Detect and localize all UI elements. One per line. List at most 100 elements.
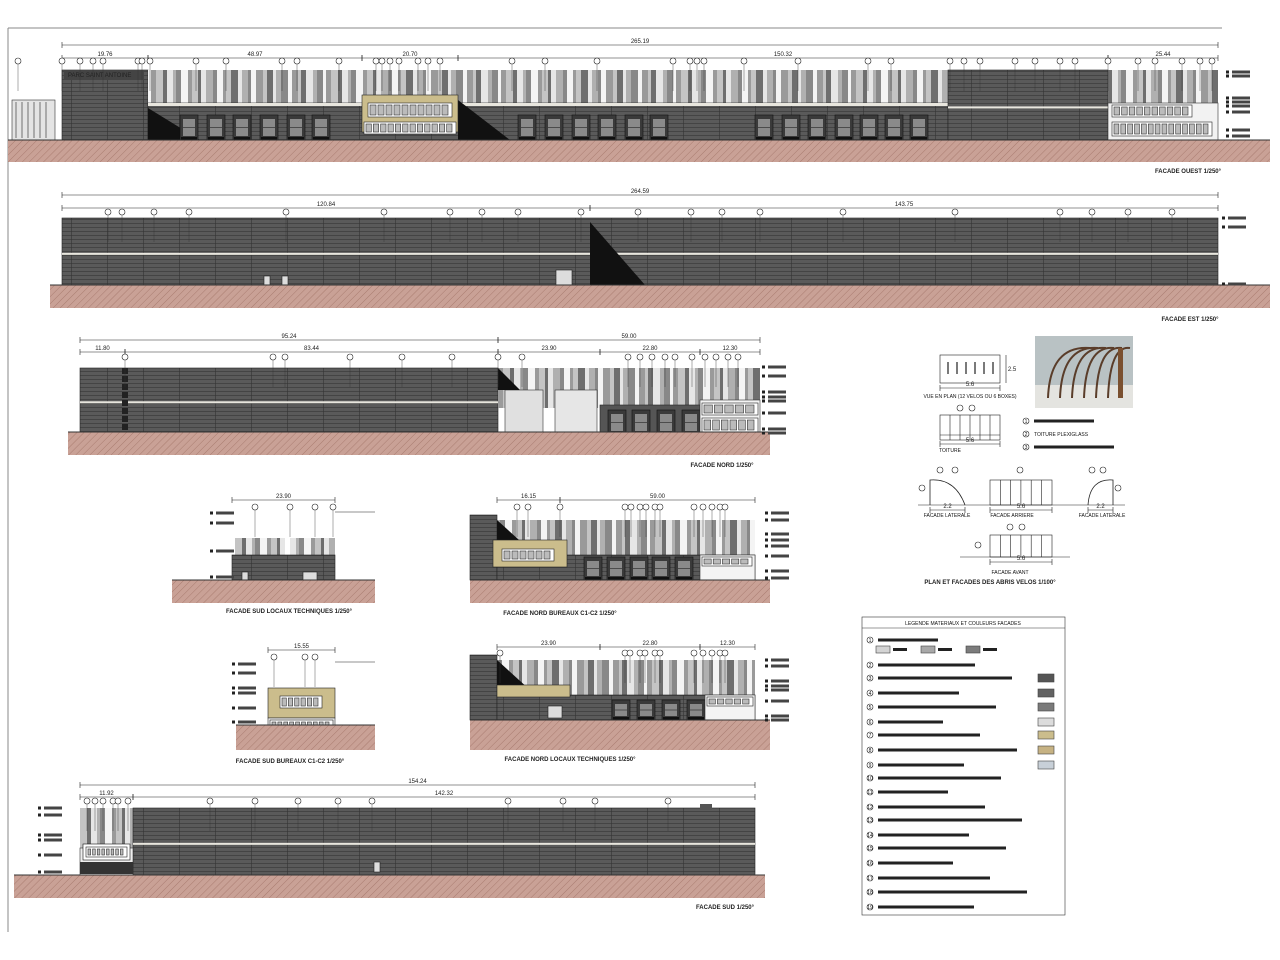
material-marker-circle [626,649,634,657]
ground-section [470,720,770,750]
stripe [637,520,641,560]
climbing-plant [122,416,128,422]
shadow-triangle [498,368,520,390]
level-label-illegible [771,518,789,522]
window-pane [446,123,453,133]
stripe [713,660,719,700]
stripe [831,70,838,105]
window-pane [535,550,543,560]
window-pane [1121,106,1128,116]
window-pane [1174,106,1181,116]
stripe [906,70,913,105]
window-pane [1189,123,1195,135]
legend-number: 16 [867,861,873,867]
stair-tower [554,389,598,436]
material-marker-circle [478,208,486,216]
stripe [290,538,296,555]
material-marker-circle [656,649,664,657]
level-label-illegible [1228,216,1246,220]
shelter-post [1118,348,1123,398]
stripe [277,538,280,555]
stripe [569,660,572,700]
window-pane [511,550,519,560]
material-marker-circle [504,797,512,805]
stripe [563,70,567,105]
level-label-illegible [771,538,789,542]
bike-shelter-title: PLAN ET FACADES DES ABRIS VELOS 1/100° [924,580,1056,586]
stripe [552,660,559,700]
window-pane [747,419,755,431]
material-marker-circle [559,797,567,805]
stripe [614,368,620,408]
legend-text-illegible [878,776,1001,780]
material-marker-circle [690,503,698,511]
material-marker-circle [794,57,802,65]
stripe [548,368,553,408]
stripe [631,70,638,105]
window-pane [1134,123,1140,135]
material-marker-circle [518,353,526,361]
loading-dock-door [656,409,676,436]
stripe [863,70,867,105]
stripe [148,70,151,105]
window-pane [417,123,423,133]
dock-bumper [519,137,535,140]
loading-dock-door [259,114,279,141]
stripe [627,660,634,700]
dimension-label: 23.90 [541,641,557,647]
vertical-cladding-stripes [290,538,335,555]
level-label-illegible [768,390,786,394]
roof-label: TOITURE [939,448,962,454]
level-marker [765,554,768,558]
stripe [315,538,321,555]
dock-bumper [181,137,197,140]
stripe [892,70,898,105]
legend-text-illegible [878,805,985,809]
dimension-label: 25.44 [1155,52,1171,58]
note-marker [1022,417,1030,425]
level-marker [1226,96,1229,100]
dark-cladding-panel [61,217,1219,286]
dimension-label: 11.92 [99,791,114,797]
loading-dock-door [781,114,801,141]
material-marker-circle [627,503,635,511]
window-pane [402,123,409,133]
depth-label: 2.5 [1008,367,1017,373]
material-marker-circle [740,57,748,65]
material-marker-circle [278,57,286,65]
level-label-illegible [216,575,234,579]
level-marker [1222,282,1225,286]
ground-section [14,875,765,898]
window-pane [738,419,746,431]
level-marker [210,521,213,525]
stripe [463,70,467,105]
legend-color-swatch [1037,702,1055,712]
window-pane [519,550,527,560]
stripe [1143,70,1146,105]
stripe [931,70,938,105]
level-marker [1222,216,1225,220]
dimension-label: 2.2 [943,504,952,510]
level-marker [210,549,213,553]
stripe [851,70,856,105]
stripe [603,368,610,408]
legend-number-circle [866,844,874,852]
stripe [578,368,585,408]
window-pane [745,404,755,414]
stripe [488,70,492,105]
level-label-illegible [238,662,256,666]
stripe [363,70,367,105]
material-marker-circle [700,57,708,65]
legend-number-circle [866,774,874,782]
stripe [598,368,603,408]
legend-text-illegible [878,733,980,737]
material-marker-circle [138,57,146,65]
window-pane [101,848,105,856]
window-pane [294,697,300,707]
level-marker [762,427,765,431]
stripe [731,70,738,105]
stripe [105,808,112,848]
stripe [737,520,741,560]
loading-dock-door [544,114,564,141]
